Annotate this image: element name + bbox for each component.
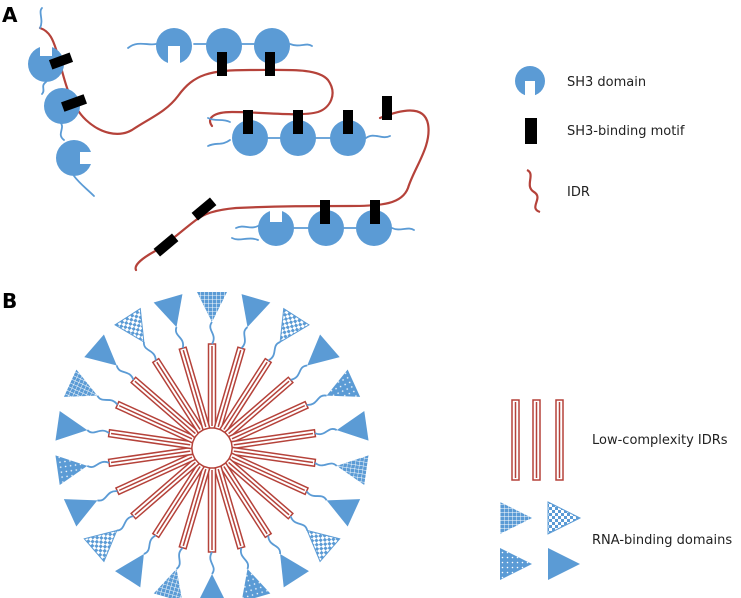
- sh3-domain: [258, 210, 294, 246]
- sh3-binding-motif: [343, 110, 353, 134]
- sh3-binding-motif: [320, 200, 330, 224]
- sh3-binding-motif: [217, 52, 227, 76]
- panel-a-letter: A: [2, 3, 18, 27]
- rna-binding-domain: [63, 369, 119, 406]
- low-complexity-idr: [151, 357, 206, 435]
- sh3-binding-motif: [293, 110, 303, 134]
- sh3-binding-motif: [243, 110, 253, 134]
- sh3-domain: [44, 88, 80, 124]
- legend-rna-domain-grid-icon: [500, 502, 532, 534]
- panel-b-letter: B: [2, 289, 17, 313]
- low-complexity-idr: [227, 400, 310, 444]
- sh3-domain: [232, 120, 268, 156]
- low-complexity-idr: [151, 461, 206, 539]
- low-complexity-idr: [107, 428, 194, 450]
- rna-binding-domain: [55, 455, 110, 486]
- rna-binding-domain: [240, 294, 271, 349]
- low-complexity-idr: [207, 467, 217, 553]
- rna-binding-domain: [305, 490, 361, 527]
- sh3-binding-motif: [382, 96, 392, 120]
- rna-binding-domain: [63, 490, 118, 527]
- legend-rna-binding-domains-label: RNA-binding domains: [592, 533, 732, 548]
- rna-binding-domain: [314, 410, 369, 441]
- sh3-domain: [28, 46, 64, 82]
- low-complexity-idr: [227, 452, 310, 496]
- sh3-binding-motif: [191, 197, 217, 221]
- legend-sh3-domain-label: SH3 domain: [567, 75, 646, 90]
- sh3-binding-motif: [48, 52, 74, 70]
- low-complexity-idr: [114, 452, 197, 496]
- sh3-domain: [56, 140, 92, 176]
- sh3-domain: [308, 210, 344, 246]
- sh3-domain: [206, 28, 242, 64]
- panel-b-legend: Low-complexity IDRs RNA-binding domains: [500, 399, 732, 580]
- rna-binding-domain: [84, 334, 135, 381]
- legend-rna-domain-check-icon: [547, 501, 582, 535]
- rna-binding-domain: [306, 369, 361, 406]
- panel-a-legend: SH3 domain SH3-binding motif IDR: [515, 66, 685, 214]
- low-complexity-idr: [178, 346, 211, 431]
- rna-binding-domain: [239, 547, 271, 598]
- legend-sh3-binding-motif-icon: [525, 118, 537, 144]
- panel-a-diagram: [28, 7, 430, 272]
- sh3-domain: [356, 210, 392, 246]
- sh3-domain: [254, 28, 290, 64]
- rna-binding-domain: [290, 334, 340, 381]
- legend-idr-icon: [526, 168, 541, 214]
- legend-rna-domain-solid-icon: [548, 548, 580, 580]
- legend-low-complexity-idrs-label: Low-complexity IDRs: [592, 433, 728, 448]
- low-complexity-idr: [213, 346, 246, 431]
- legend-sh3-domain-icon: [515, 66, 545, 96]
- rna-binding-domain: [314, 455, 369, 486]
- rna-binding-domain: [55, 410, 110, 441]
- panel-b-diagram: [55, 292, 369, 598]
- rna-binding-domain: [153, 547, 184, 598]
- sh3-binding-motif: [265, 52, 275, 76]
- legend-rna-domain-dots-icon: [500, 548, 532, 580]
- rna-binding-domain: [83, 515, 134, 563]
- sh3-binding-motif: [370, 200, 380, 224]
- rna-binding-domain: [114, 307, 157, 361]
- rna-binding-domain: [153, 294, 185, 349]
- legend-idr-bars-icon: [511, 399, 564, 481]
- low-complexity-idr: [207, 343, 217, 429]
- rna-binding-domain: [267, 535, 309, 588]
- low-complexity-idr: [114, 400, 197, 444]
- sh3-domain: [330, 120, 366, 156]
- legend-sh3-binding-motif-label: SH3-binding motif: [567, 124, 685, 139]
- rna-binding-domain: [197, 551, 227, 598]
- rna-binding-domain: [115, 534, 157, 588]
- sh3-binding-motif: [61, 94, 87, 112]
- rna-binding-domain: [289, 515, 341, 563]
- sh3-domain: [280, 120, 316, 156]
- low-complexity-idr: [130, 376, 201, 439]
- legend-idr-label: IDR: [567, 185, 590, 200]
- rna-binding-domain: [267, 307, 310, 362]
- low-complexity-idr: [218, 461, 273, 539]
- rna-binding-domain: [197, 292, 227, 345]
- sh3-binding-motif: [153, 233, 179, 257]
- sh3-domain: [156, 28, 192, 64]
